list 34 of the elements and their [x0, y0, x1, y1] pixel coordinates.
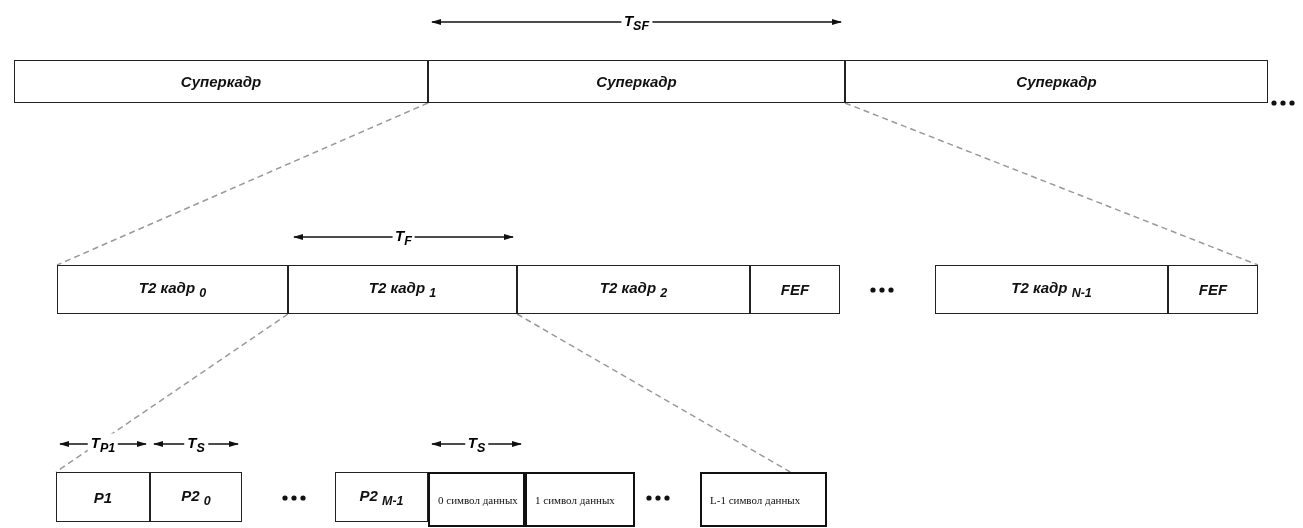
frame-box — [428, 60, 845, 103]
frame-label: 1 символ данных — [535, 492, 615, 507]
frame-label: T2 кадр $_{2}$ — [599, 279, 668, 300]
frame-label: L-1 символ данных — [710, 492, 801, 507]
frame-label: Суперкадр — [596, 73, 677, 90]
frame-box — [750, 265, 840, 314]
frame-label: T2 кадр $_{N-1}$ — [1011, 279, 1092, 300]
frame-label: T2 кадр $_{1}$ — [368, 279, 437, 300]
frame-label: T2 кадр $_{0}$ — [138, 279, 207, 300]
frame-box — [56, 472, 150, 522]
frame-label: P1 — [93, 488, 113, 506]
zoom-line — [844, 102, 1259, 266]
frame-label: Суперкадр — [1016, 73, 1097, 90]
frame-label: Суперкадр — [180, 73, 262, 90]
frame-box — [335, 472, 428, 522]
frame-box — [845, 60, 1268, 103]
frame-box — [288, 265, 517, 314]
frame-label: P2 $_{M-1}$ — [359, 486, 404, 508]
symbol-box — [525, 472, 635, 527]
symbol-box — [428, 472, 525, 527]
frame-label: FEF — [780, 281, 810, 298]
zoom-line — [516, 313, 791, 473]
symbol-box — [700, 472, 827, 527]
zoom-line — [56, 102, 429, 266]
frame-box — [57, 265, 288, 314]
frame-label: FEF — [1198, 281, 1228, 298]
frame-label: P2 $_{0}$ — [181, 486, 211, 508]
frame-box — [150, 472, 242, 522]
frame-box — [935, 265, 1168, 314]
duration-label: T$_{P1}$ — [87, 433, 119, 455]
frame-box — [1168, 265, 1258, 314]
frame-box — [14, 60, 428, 103]
frame-label: 0 символ данных — [438, 492, 518, 507]
frame-box — [517, 265, 750, 314]
